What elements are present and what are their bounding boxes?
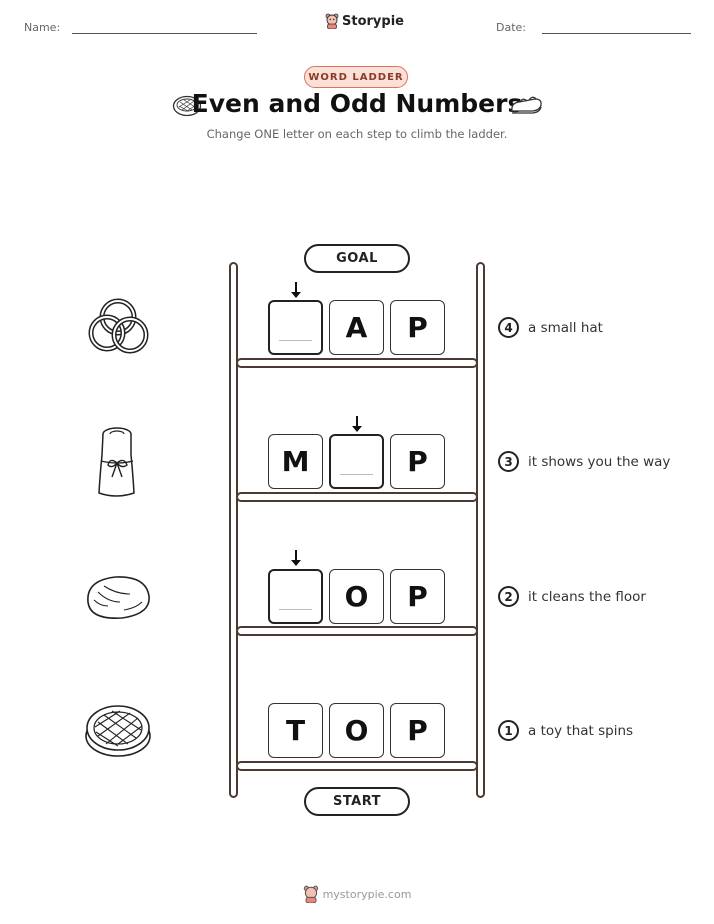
clue-text: it cleans the floor [528, 588, 646, 605]
start-label: START [304, 787, 410, 816]
step-number: 1 [498, 720, 519, 741]
letter-box: P [390, 434, 445, 489]
name-line[interactable] [72, 33, 257, 34]
arrow-down-icon [291, 550, 301, 566]
date-line[interactable] [542, 33, 691, 34]
pie-icon [172, 95, 202, 117]
brand-name: Storypie [342, 13, 404, 29]
bear-mascot-icon [325, 13, 339, 29]
ladder-rung [236, 626, 478, 636]
bear-mascot-icon [303, 885, 318, 903]
clue-3: 3 it shows you the way [498, 451, 670, 472]
rings-icon [88, 298, 149, 354]
arrow-down-icon [291, 282, 301, 298]
date-label: Date: [496, 21, 526, 34]
letter-box: P [390, 300, 445, 355]
clue-text: a small hat [528, 319, 603, 336]
sandal-icon [511, 96, 542, 114]
footer-url[interactable]: mystorypie.com [322, 887, 412, 901]
word-ladder-badge: WORD LADDER [304, 66, 408, 88]
letter-box: P [390, 703, 445, 758]
step-number: 2 [498, 586, 519, 607]
instructions: Change ONE letter on each step to climb … [206, 127, 508, 141]
ladder-right-rail [476, 262, 485, 798]
clue-text: it shows you the way [528, 453, 671, 470]
ladder-rung [236, 492, 478, 502]
letter-box: M [268, 434, 323, 489]
page-title: Even and Odd Numbers [191, 89, 523, 118]
letter-box-blank[interactable] [268, 300, 323, 355]
letter-box-blank[interactable] [329, 434, 384, 489]
step-number: 4 [498, 317, 519, 338]
letter-box: P [390, 569, 445, 624]
clue-text: a toy that spins [528, 722, 634, 739]
ladder-rung [236, 358, 478, 368]
letter-box: O [329, 703, 384, 758]
ladder-left-rail [229, 262, 238, 798]
scroll-icon [98, 427, 135, 497]
goal-label: GOAL [304, 244, 410, 273]
ladder-rung [236, 761, 478, 771]
brand-logo: Storypie [325, 13, 404, 29]
clue-2: 2 it cleans the floor [498, 586, 646, 607]
arrow-down-icon [352, 416, 362, 432]
footer: mystorypie.com [0, 885, 714, 903]
bread-icon [87, 576, 150, 619]
step-number: 3 [498, 451, 519, 472]
letter-box-blank[interactable] [268, 569, 323, 624]
letter-box: T [268, 703, 323, 758]
pie-icon [85, 705, 151, 757]
clue-1: 1 a toy that spins [498, 720, 633, 741]
clue-4: 4 a small hat [498, 317, 603, 338]
letter-box: A [329, 300, 384, 355]
letter-box: O [329, 569, 384, 624]
name-label: Name: [24, 21, 61, 34]
